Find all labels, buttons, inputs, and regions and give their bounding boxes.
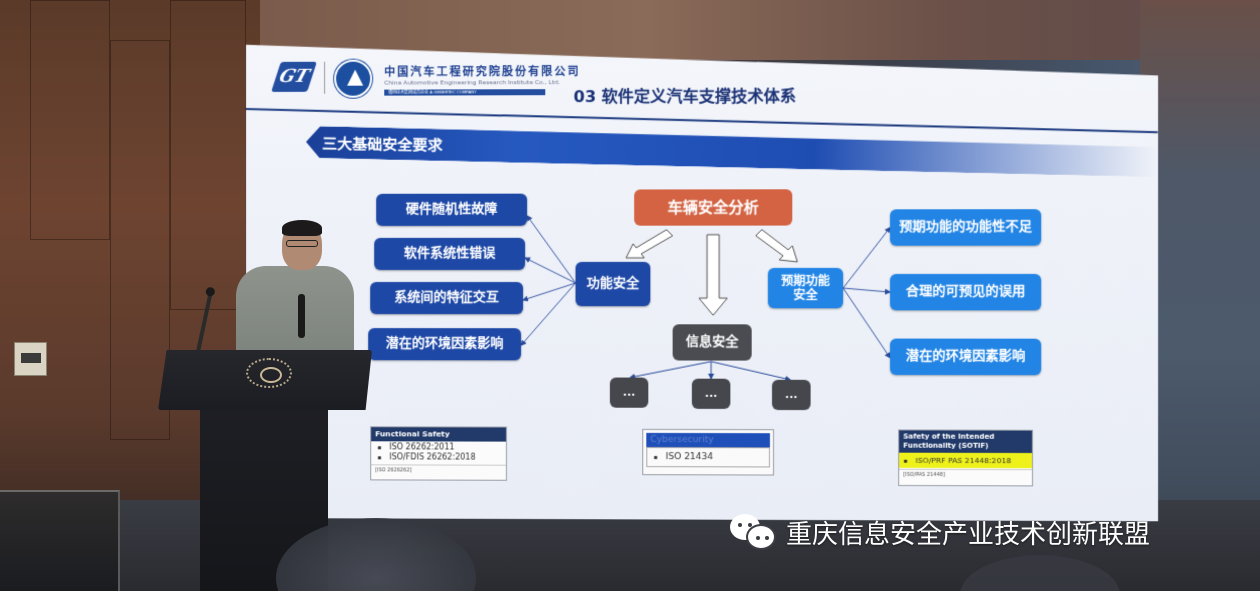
standard-item-highlighted: ISO/PRF PAS 21448:2018 (899, 453, 1032, 469)
fs-child-software-systematic-error: 软件系统性错误 (374, 238, 525, 270)
sotif-child-environment-factors: 潜在的环境因素影响 (890, 339, 1041, 376)
gt-logo-icon: GT (271, 62, 317, 92)
cyber-child-placeholder: ... (692, 379, 731, 409)
standard-header: Cybersecurity (646, 433, 770, 447)
watermark: 重庆信息安全产业技术创新联盟 (728, 512, 1150, 552)
fs-child-system-interaction: 系统间的特征交互 (370, 282, 523, 314)
presenter-hair (282, 220, 322, 236)
sotif-label-line2: 安全 (793, 288, 817, 302)
watermark-text: 重庆信息安全产业技术创新联盟 (786, 514, 1150, 551)
slide-title: 03 软件定义汽车支撑技术体系 (574, 82, 797, 107)
standard-item: ISO/FDIS 26262:2018 (371, 451, 506, 461)
company-name-en: China Automotive Engineering Research In… (384, 79, 560, 87)
electrical-switch-box (14, 342, 47, 376)
equipment-rack (0, 490, 120, 591)
functional-safety-box: 功能安全 (576, 262, 651, 306)
fs-child-environment-factors: 潜在的环境因素影响 (368, 328, 521, 360)
wall-panel (30, 0, 110, 240)
wechat-icon (728, 512, 778, 552)
wall-panel (110, 40, 170, 440)
caeri-logo-icon (334, 60, 372, 98)
sotif-box: 预期功能 安全 (768, 268, 843, 308)
standard-table-cybersecurity: Cybersecurity ISO 21434 (642, 429, 774, 476)
sotif-child-foreseeable-misuse: 合理的可预见的误用 (890, 274, 1041, 310)
standard-item: ISO 21434 (646, 447, 770, 467)
cyber-child-placeholder: ... (772, 380, 811, 410)
sotif-child-functional-insufficiency: 预期功能的功能性不足 (890, 209, 1041, 246)
company-name-cn: 中国汽车工程研究院股份有限公司 (384, 63, 580, 80)
standard-note: [ISO 2626262] (371, 464, 506, 475)
handheld-microphone (298, 294, 305, 338)
cybersecurity-box: 信息安全 (673, 324, 752, 360)
standard-note: [ISO/PAS 21448] (899, 469, 1032, 481)
standard-table-functional-safety: Functional Safety ISO 26262:2011 ISO/FDI… (370, 426, 507, 481)
standard-table-sotif: Safety of the Intended Functionality (SO… (898, 429, 1033, 486)
standard-header: Functional Safety (371, 427, 506, 441)
projection-screen: GT 中国汽车工程研究院股份有限公司 China Automotive Engi… (246, 37, 1158, 522)
fs-child-hardware-random-failure: 硬件随机性故障 (376, 194, 527, 226)
logo-divider (324, 62, 325, 94)
standard-item: ISO 26262:2011 (371, 441, 506, 451)
presenter-glasses (286, 240, 318, 247)
vehicle-safety-analysis-box: 车辆安全分析 (634, 189, 792, 225)
sotif-label-line1: 预期功能 (781, 274, 830, 288)
company-band: 通用技术集团成员企业 A GENERTEC COMPANY (384, 89, 545, 95)
cyber-child-placeholder: ... (610, 378, 648, 408)
wechat-bubble (746, 524, 776, 550)
standard-header: Safety of the Intended Functionality (SO… (899, 430, 1032, 453)
section-title: 三大基础安全要求 (322, 133, 443, 156)
podium-logo-icon (246, 358, 292, 388)
